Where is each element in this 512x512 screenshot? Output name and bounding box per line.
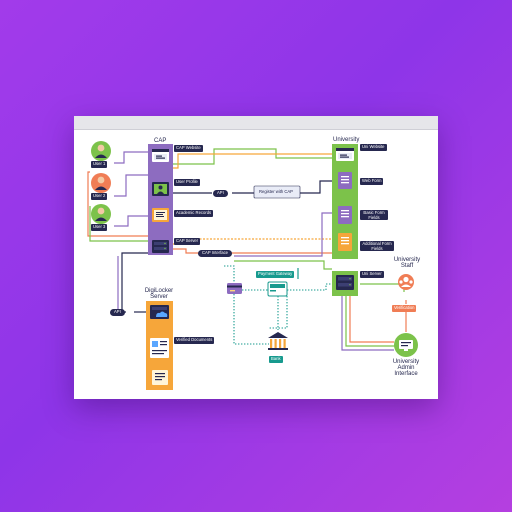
cap-website-label: CAP Website [174,145,203,152]
user-profile-icon [152,182,169,196]
cap-column [148,144,173,255]
avatar-user1 [91,141,111,161]
verified-documents-label: Verified Documents [174,337,215,344]
connector-cap-uni-orange [173,153,332,169]
additional-form-icon [338,233,352,251]
browser-icon [152,149,169,162]
additional-form-fields-label: Additional Form Fields [360,241,394,251]
bank-label: Bank [269,356,283,363]
connector-register-webform [300,180,332,194]
document-icon [152,370,168,385]
connector-cap-server-orange [173,248,332,254]
admin-monitor-icon [394,333,418,357]
uni-website-label: Uni Website [360,144,387,151]
web-form-label: Web Form [360,178,384,185]
uni-server-icon [336,275,354,290]
web-form-icon [338,172,352,189]
cap-title: CAP [154,138,167,144]
verified-documents-icon [150,338,169,358]
uni-server-label: Uni Server [360,271,384,278]
connector-uniserver-admin-purple [341,294,394,351]
connector-uniserver-admin-orange [349,294,394,343]
connector-cap-uni-website [173,148,332,165]
basic-form-icon [338,206,352,224]
payment-gateway-label: Payment Gateway [256,271,295,278]
user2-label: User 2 [91,193,108,200]
register-with-cap-node [253,185,301,199]
server-icon [152,240,169,253]
payment-gateway-icon [267,281,288,297]
digilocker-title: DigiLocker Server [144,288,174,300]
connector-user3-cap [114,215,148,227]
register-with-cap-label: Register with CAP [259,188,293,194]
university-title: University [333,137,360,143]
university-admin-title: University Admin Interface [392,359,420,377]
connector-users-orange [87,171,148,237]
verification-label: Verification [392,305,417,312]
connector-users-green [89,206,148,242]
connector-interface-uni [234,212,332,257]
academic-records-icon [152,208,169,222]
basic-form-fields-label: Basic Form Fields [360,210,388,220]
avatar-user3 [91,204,111,224]
diagram-canvas [87,141,418,390]
connector-interface-uniserver [234,260,332,270]
user1-label: User 1 [91,161,108,168]
credit-card-icon [227,283,242,294]
cap-server-label: CAP Server [174,238,201,245]
uni-website-icon [336,148,354,161]
avatar-user2 [91,173,111,193]
connector-gateway-uniserver [287,283,332,291]
cap-interface-label: CAP Interface [198,250,232,257]
cloud-server-icon [150,305,169,319]
connector-user1-cap [114,151,148,164]
user3-label: User 3 [91,224,108,231]
connector-interface-payment [224,265,235,284]
api-label-left: API [110,309,125,316]
academic-records-label: Academic Records [174,210,214,217]
diagram-window: CAP University DigiLocker Server Univers… [74,116,438,399]
api-label-top: API [213,190,228,197]
connector-user2-cap [114,174,148,197]
connector-uniserver-staff [360,283,405,292]
connector-card-bank [233,294,269,345]
window-titlebar [74,116,438,130]
university-staff-icon [398,274,414,290]
university-staff-title: University Staff [393,257,421,269]
bank-icon [268,332,288,350]
connector-uniserver-admin-green [345,294,396,347]
user-profile-label: User Profile [174,179,200,186]
connector-gateway-bank-loop [269,290,288,329]
